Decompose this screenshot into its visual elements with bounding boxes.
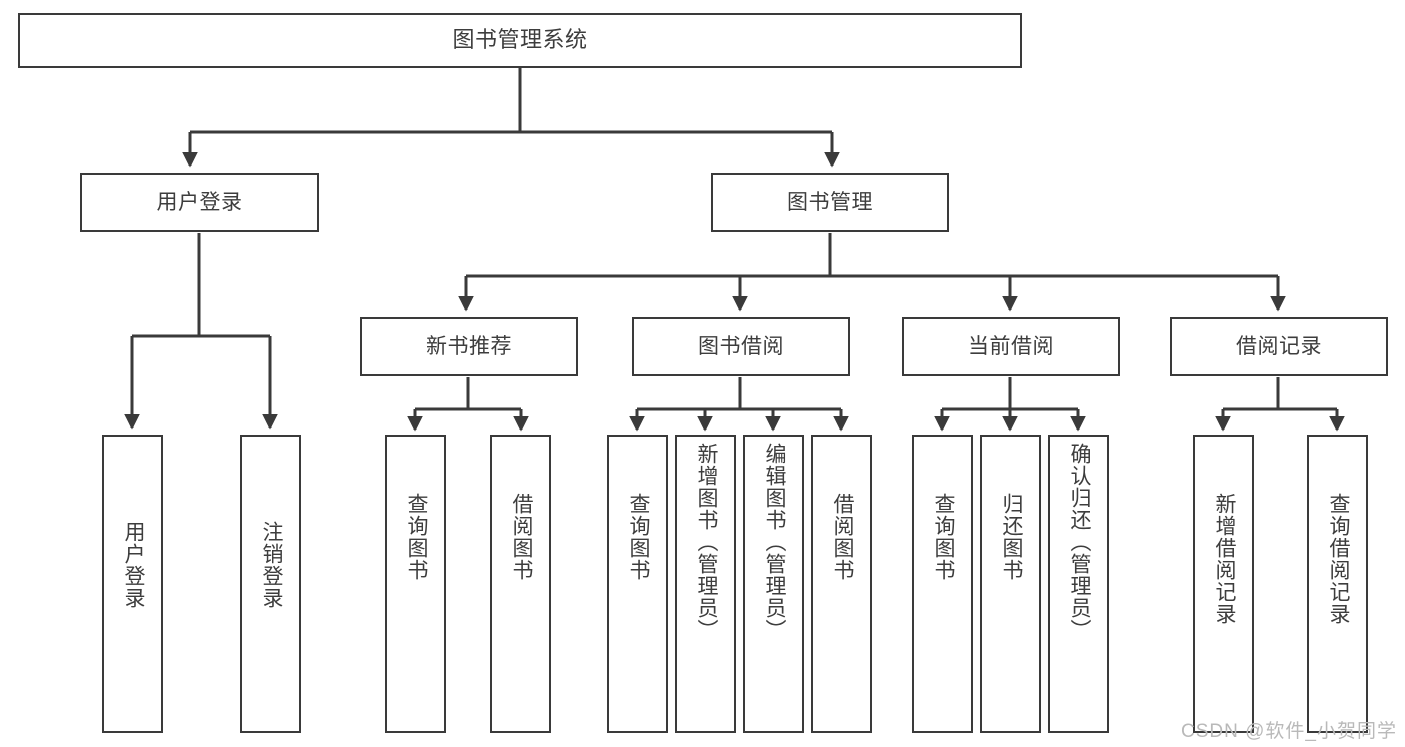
leaf-user-login-login[interactable]: 用户登录 — [102, 435, 163, 733]
leaf-book-borrow-query[interactable]: 查询图书 — [607, 435, 668, 733]
node-label: 查询图书 — [931, 493, 955, 581]
leaf-current-borrow-query[interactable]: 查询图书 — [912, 435, 973, 733]
node-label: 新增借阅记录 — [1212, 493, 1236, 625]
node-label: 确认归还（管理员） — [1067, 443, 1091, 641]
leaf-new-book-borrow[interactable]: 借阅图书 — [490, 435, 551, 733]
node-label: 用户登录 — [121, 521, 145, 609]
node-label: 当前借阅 — [968, 334, 1054, 358]
node-current-borrow[interactable]: 当前借阅 — [902, 317, 1120, 376]
node-label: 图书借阅 — [698, 334, 784, 358]
node-label: 新书推荐 — [426, 334, 512, 358]
leaf-user-login-logout[interactable]: 注销登录 — [240, 435, 301, 733]
node-label: 借阅图书 — [830, 493, 854, 581]
node-label: 查询图书 — [404, 493, 428, 581]
leaf-borrow-record-query[interactable]: 查询借阅记录 — [1307, 435, 1368, 733]
node-label: 查询借阅记录 — [1326, 493, 1350, 625]
node-user-login[interactable]: 用户登录 — [80, 173, 319, 232]
leaf-current-borrow-confirm[interactable]: 确认归还（管理员） — [1048, 435, 1109, 733]
leaf-book-borrow-lend[interactable]: 借阅图书 — [811, 435, 872, 733]
node-label: 注销登录 — [259, 521, 283, 609]
node-book-borrow[interactable]: 图书借阅 — [632, 317, 850, 376]
node-new-book-recommend[interactable]: 新书推荐 — [360, 317, 578, 376]
leaf-book-borrow-edit[interactable]: 编辑图书（管理员） — [743, 435, 804, 733]
node-label: 用户登录 — [156, 190, 243, 214]
node-label: 借阅图书 — [509, 493, 533, 581]
node-label: 图书管理系统 — [452, 27, 588, 53]
node-label: 归还图书 — [999, 493, 1023, 581]
node-label: 编辑图书（管理员） — [762, 443, 786, 641]
node-book-management[interactable]: 图书管理 — [711, 173, 949, 232]
node-root-system[interactable]: 图书管理系统 — [18, 13, 1022, 68]
node-borrow-record[interactable]: 借阅记录 — [1170, 317, 1388, 376]
watermark-text: CSDN @软件_小贺同学 — [1181, 721, 1397, 742]
node-label: 新增图书（管理员） — [694, 443, 718, 641]
node-label: 借阅记录 — [1236, 334, 1322, 358]
leaf-borrow-record-add[interactable]: 新增借阅记录 — [1193, 435, 1254, 733]
leaf-current-borrow-return[interactable]: 归还图书 — [980, 435, 1041, 733]
leaf-new-book-query[interactable]: 查询图书 — [385, 435, 446, 733]
leaf-book-borrow-add[interactable]: 新增图书（管理员） — [675, 435, 736, 733]
node-label: 查询图书 — [626, 493, 650, 581]
node-label: 图书管理 — [787, 190, 873, 214]
